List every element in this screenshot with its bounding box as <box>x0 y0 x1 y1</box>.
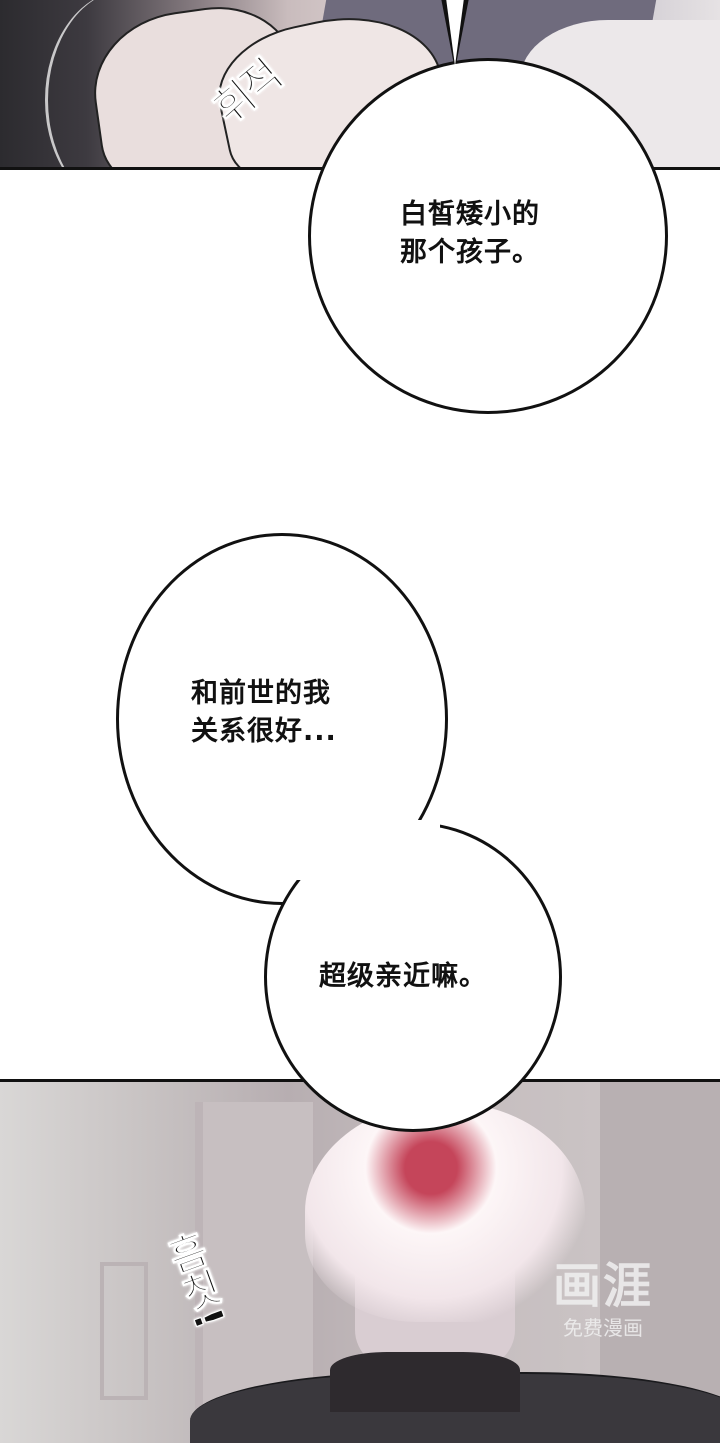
hair-art <box>305 1102 585 1322</box>
bottom-panel: 흠칫! 画涯 免费漫画 <box>0 1079 720 1443</box>
bubble-tail <box>446 0 464 66</box>
bubble-2-text: 和前世的我 关系很好... <box>191 678 337 747</box>
bubble-join <box>290 820 440 880</box>
watermark-subtitle: 免费漫画 <box>563 1316 643 1340</box>
speech-bubble-1 <box>308 58 668 414</box>
watermark: 画涯 免费漫画 <box>538 1258 668 1342</box>
motion-line <box>45 0 208 167</box>
collar-art <box>330 1352 520 1412</box>
bubble-3-text: 超级亲近嘛。 <box>319 961 487 992</box>
watermark-logo: 画涯 <box>552 1258 653 1314</box>
bubble-1-text: 白皙矮小的 那个孩子。 <box>400 199 540 268</box>
window-art <box>100 1262 148 1400</box>
